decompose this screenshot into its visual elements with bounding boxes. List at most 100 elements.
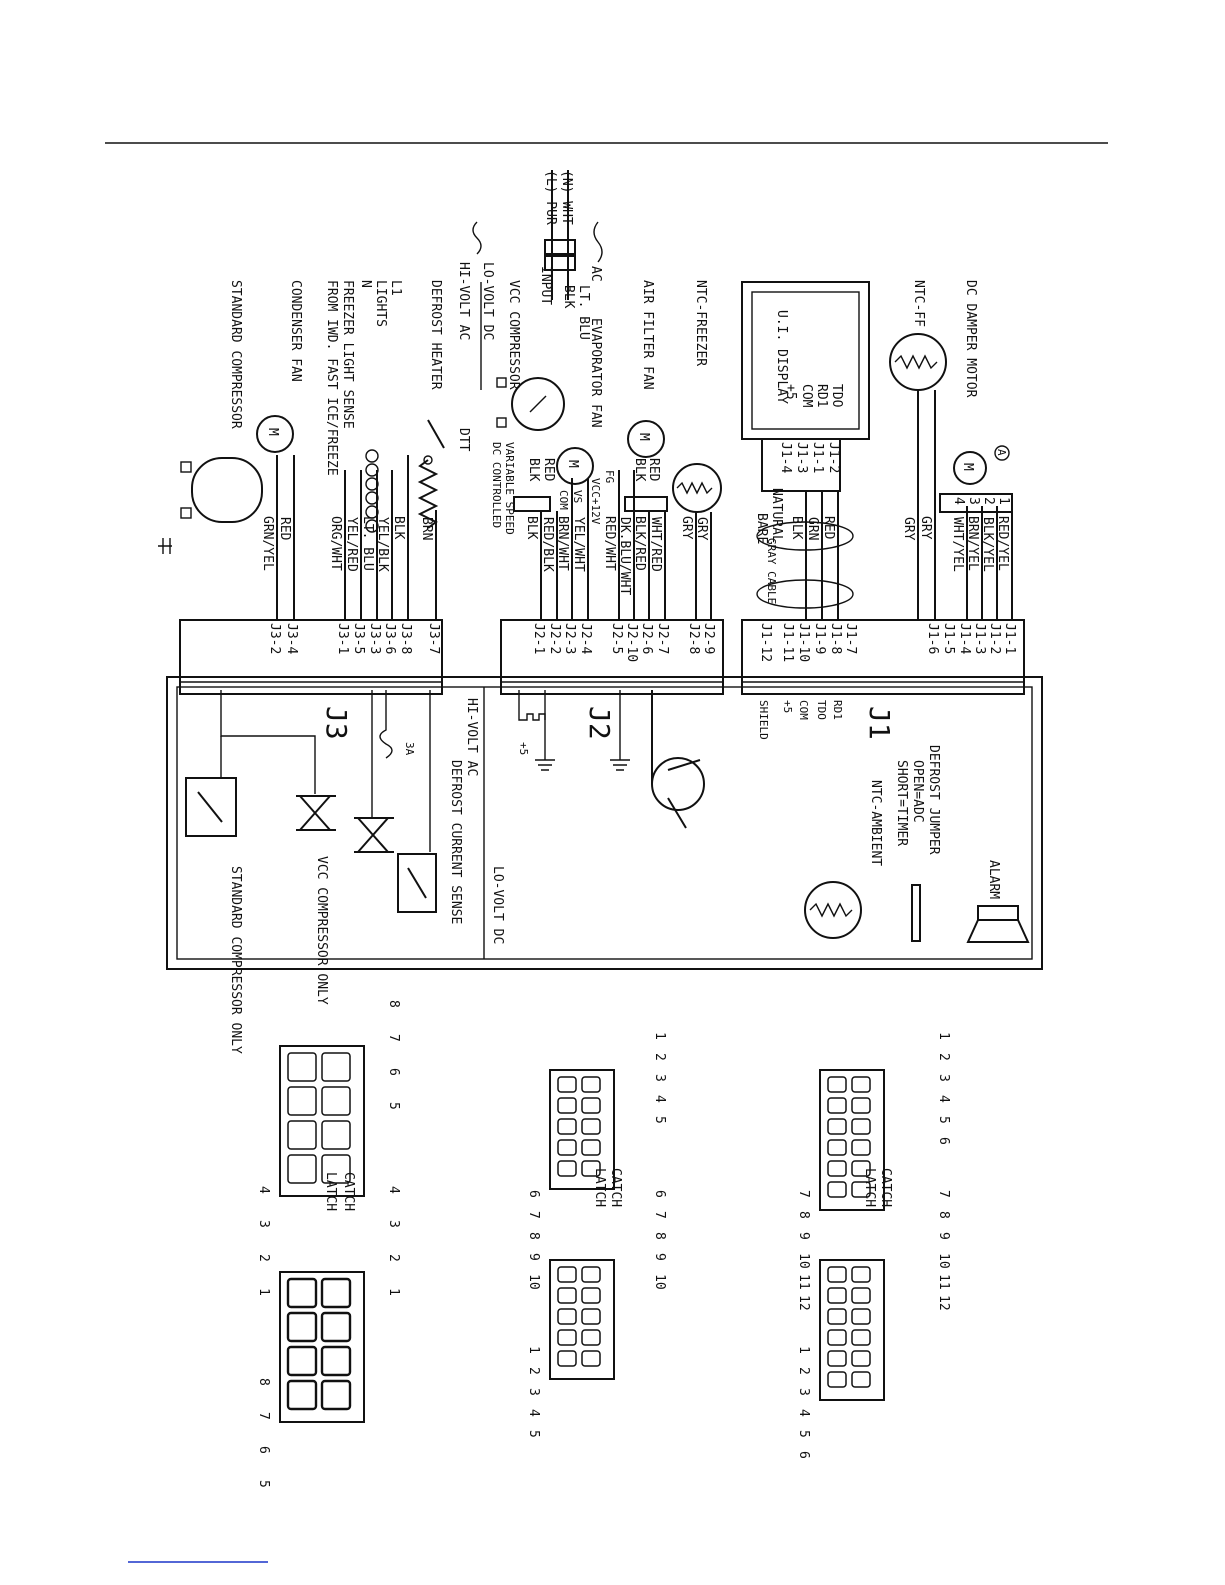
c8-top-7: 7 bbox=[386, 1034, 401, 1042]
wire-color-grn_yel: GRN/YEL bbox=[260, 516, 275, 571]
j2-pin-5: J2-10 bbox=[624, 623, 639, 662]
bare-label: BARE bbox=[754, 513, 769, 544]
j1-pin-5: J1-5 bbox=[941, 623, 956, 654]
gray-cable-loop-2 bbox=[756, 521, 854, 551]
internal-wire-2 bbox=[220, 690, 316, 794]
hi-volt-ac-label: HI-VOLT AC bbox=[456, 262, 471, 340]
connector-12-header-body bbox=[819, 1069, 885, 1211]
c12-mbot-4: 4 bbox=[796, 1409, 811, 1417]
c12-mbot-1: 1 bbox=[796, 1346, 811, 1354]
light-bulb-2 bbox=[365, 463, 379, 477]
c10-top-5: 5 bbox=[652, 1116, 667, 1124]
connector-10-header-cavity bbox=[557, 1160, 577, 1177]
ui-display-label: U.I. DISPLAY bbox=[774, 310, 789, 404]
vcc-terminal-1 bbox=[496, 377, 507, 388]
supply-blk-label: BLK bbox=[561, 285, 576, 309]
ui-display-inner bbox=[751, 291, 860, 430]
j3-pin-7: J3-4 bbox=[284, 623, 299, 654]
freezer-light-sense-label: FREEZER LIGHT SENSE bbox=[340, 280, 355, 429]
ui-plus5: +5 bbox=[783, 384, 798, 400]
c12-top-4: 4 bbox=[936, 1095, 951, 1103]
plus5-small-label: +5 bbox=[517, 742, 530, 755]
j2-pin-2: J2-8 bbox=[686, 623, 701, 654]
c12-mtop-10: 10 bbox=[936, 1253, 951, 1269]
relay-defrost-contact bbox=[407, 867, 427, 899]
connector-10-header-body bbox=[549, 1069, 615, 1190]
c10-mbot-5: 5 bbox=[526, 1430, 541, 1438]
hi-volt-ac-board: HI-VOLT AC bbox=[464, 698, 479, 776]
connector-8-header-cavity bbox=[287, 1154, 317, 1184]
j2-pin-7: J2-4 bbox=[578, 623, 593, 654]
light-bulb-3 bbox=[365, 477, 379, 491]
ntc-ff-label: NTC-FF bbox=[911, 280, 926, 327]
j1-pin-9: J1-9 bbox=[812, 623, 827, 654]
hv-wave bbox=[472, 221, 482, 255]
connector-8-header-cavity bbox=[321, 1120, 351, 1150]
c10-mtop-8: 8 bbox=[652, 1232, 667, 1240]
c12-mtop-11: 11 bbox=[936, 1274, 951, 1290]
j2-pin-10: J2-1 bbox=[531, 623, 546, 654]
connector-8-header-cavity bbox=[321, 1154, 351, 1184]
c10-mtop-7: 7 bbox=[652, 1211, 667, 1219]
dc-controlled-label: DC CONTROLLED bbox=[490, 442, 503, 528]
vcc12-label: VCC+12V bbox=[589, 478, 602, 525]
wire-color-af_out_2: BLK/RED bbox=[632, 516, 647, 571]
j1-label: J1 bbox=[863, 706, 896, 740]
c10-mtop-10: 10 bbox=[652, 1274, 667, 1290]
connector-8-plug-body bbox=[279, 1271, 365, 1423]
connector-12-header-cavity bbox=[851, 1181, 871, 1198]
connector-12-plug-cavity bbox=[827, 1266, 847, 1283]
fuse-3a-label: 3A bbox=[403, 742, 416, 756]
connector-12-header-cavity bbox=[851, 1076, 871, 1093]
c8-mtop-2: 2 bbox=[386, 1254, 401, 1262]
j2-pin-1: J2-9 bbox=[701, 623, 716, 654]
c8-bot-4: 4 bbox=[256, 1186, 271, 1194]
wire-color-ui_blk: BLK bbox=[789, 516, 804, 540]
c10-mbot-1: 1 bbox=[526, 1346, 541, 1354]
standard-compressor-label: STANDARD COMPRESSOR bbox=[228, 280, 243, 429]
wire-color-blk: BLK bbox=[391, 516, 406, 540]
vcc-compressor-needle bbox=[529, 395, 547, 413]
c12-mtop-12: 12 bbox=[936, 1295, 951, 1311]
air-filter-plug bbox=[624, 496, 668, 512]
connector-10-plug-cavity bbox=[557, 1287, 577, 1304]
connector-12-plug-cavity bbox=[851, 1287, 871, 1304]
connector-8-header-cavity bbox=[321, 1086, 351, 1116]
connector-10-plug-cavity bbox=[581, 1308, 601, 1325]
ntc-ff-symbol bbox=[889, 333, 947, 391]
j2-ground-2 bbox=[535, 690, 555, 771]
connector-12-plug-cavity bbox=[827, 1308, 847, 1325]
connector-12-header-cavity bbox=[827, 1118, 847, 1135]
connector-8-header-cavity bbox=[287, 1120, 317, 1150]
j1-pin-11: J1-11 bbox=[780, 623, 795, 662]
c12-mbot-3: 3 bbox=[796, 1388, 811, 1396]
c8-bot-2: 2 bbox=[256, 1254, 271, 1262]
supply-connector bbox=[544, 239, 576, 255]
triac-lights bbox=[354, 817, 394, 853]
connector-12-header-cavity bbox=[851, 1139, 871, 1156]
input-label: INPUT bbox=[538, 266, 553, 305]
ground-symbol bbox=[158, 538, 172, 554]
c8-mbot-7: 7 bbox=[256, 1412, 271, 1420]
c10-bot-8: 8 bbox=[526, 1232, 541, 1240]
connector-8-header-cavity bbox=[287, 1052, 317, 1082]
wire-color-red: RED bbox=[277, 517, 292, 541]
com-label: COM bbox=[557, 490, 570, 510]
j2-pin-labels: J2-9J2-8J2-7J2-6J2-10J2-5J2-4J2-3J2-2J2-… bbox=[531, 623, 716, 662]
c12-catch-label: CATCH bbox=[878, 1168, 893, 1207]
gray-cable-loop-1 bbox=[756, 579, 854, 609]
connector-12-header-cavity bbox=[827, 1160, 847, 1177]
condenser-fan-label: CONDENSER FAN bbox=[288, 280, 303, 382]
c12-bot-12: 12 bbox=[796, 1295, 811, 1311]
evaporator-fan-symbol bbox=[556, 447, 594, 485]
from-iwd-label: FROM IWD. FAST ICE/FREEZE bbox=[324, 280, 339, 476]
ui-pin-3: J1-3 bbox=[794, 442, 809, 473]
dtt-switch bbox=[427, 419, 445, 449]
connector-10-plug-cavity bbox=[557, 1266, 577, 1283]
connector-8-plug-cavity bbox=[286, 1379, 318, 1411]
c10-catch-label: CATCH bbox=[608, 1168, 623, 1207]
ntc-freezer-symbol bbox=[672, 463, 722, 513]
n-label: N bbox=[358, 280, 373, 288]
